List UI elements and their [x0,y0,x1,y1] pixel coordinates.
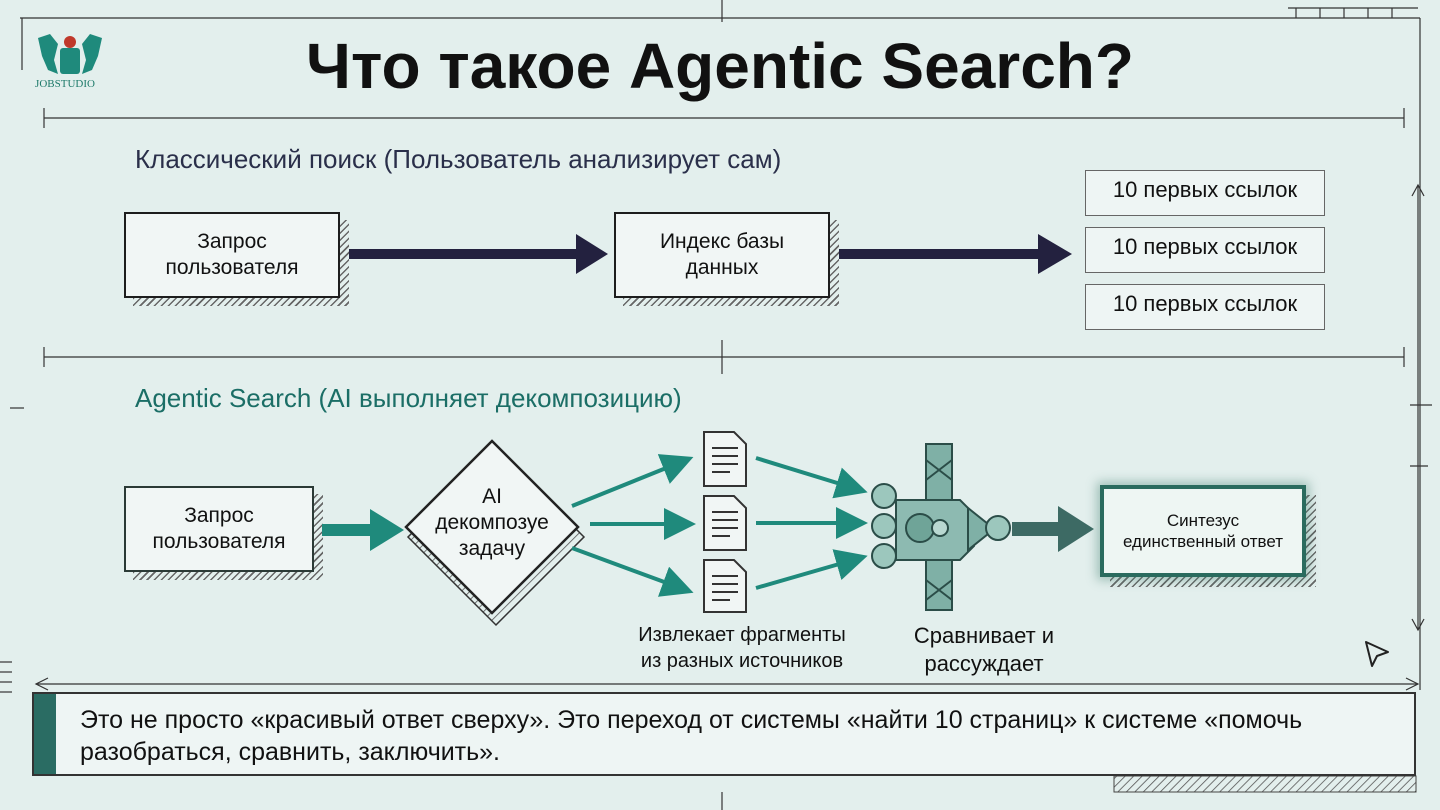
classic-arrow-1-shaft [349,249,581,259]
compare-arrow-shaft [1012,522,1062,536]
agentic-arrow-query-head [370,509,404,551]
decompose-to-doc-1 [571,454,694,508]
classic-arrow-2-shaft [839,249,1043,259]
classic-result-1: 10 первых ссылок [1085,170,1325,216]
document-icon-1 [703,431,747,487]
classic-arrow-1-head [576,234,608,274]
slide-title: Что такое Agentic Search? [306,30,1134,102]
logo-label: JOBSTUDIO [35,78,95,90]
compare-caption: Сравнивает и рассуждает [913,623,1055,676]
synthesis-label: Синтезус единственный ответ [1122,511,1284,551]
agentic-search-heading: Agentic Search (AI выполняет декомпозици… [135,383,682,413]
decompose-diamond [404,439,586,627]
classic-index-label: Индекс базы данных [659,230,785,279]
classic-arrow-2-head [1038,234,1072,274]
classic-query-label: Запрос пользователя [165,230,299,279]
agentic-query-label: Запрос пользователя [152,504,286,553]
classic-search-heading: Классический поиск (Пользователь анализи… [135,144,782,174]
cursor-icon [1365,641,1389,667]
classic-result-3: 10 первых ссылок [1085,284,1325,330]
summary-note: Это не просто «красивый ответ сверху». Э… [32,692,1416,776]
classic-result-2: 10 первых ссылок [1085,227,1325,273]
note-text: Это не просто «красивый ответ сверху». Э… [80,706,1303,766]
synthesis-box: Синтезус единственный ответ [1100,485,1306,577]
classic-query-box: Запрос пользователя [124,212,340,298]
agentic-arrow-query-shaft [322,524,374,536]
decompose-to-doc-3 [571,546,694,597]
classic-index-box: Индекс базы данных [614,212,830,298]
note-accent-bar [34,694,56,774]
agentic-query-box: Запрос пользователя [124,486,314,572]
extract-caption: Извлекает фрагменты из разных источников [638,624,846,672]
document-icon-3 [703,559,747,613]
doc-1-to-compare [755,456,868,499]
document-icon-2 [703,495,747,551]
compare-machine-icon [871,443,1011,611]
decompose-label: AI декомпозуе задачу [435,485,549,560]
doc-3-to-compare [755,549,868,590]
jobstudio-logo [38,34,102,74]
compare-arrow-head [1058,506,1094,552]
